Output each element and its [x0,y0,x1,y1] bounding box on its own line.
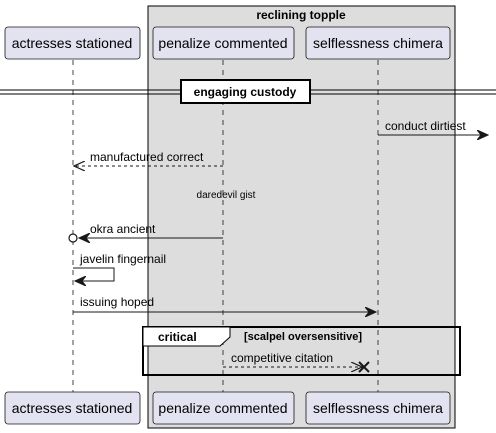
participant-top-penalize-commented[interactable]: penalize commented [152,26,295,60]
participant-bottom-penalize-commented[interactable]: penalize commented [152,391,295,425]
group-box [147,5,456,429]
message-competitive-citation: competitive citation [223,351,370,373]
divider-box [180,79,311,104]
participant-top-selflessness-chimera[interactable]: selflessness chimera [305,26,451,60]
message-issuing-hoped: issuing hoped [73,295,376,312]
participant-top-actresses-stationed[interactable]: actresses stationed [4,26,141,60]
message-label: conduct dirtiest [385,119,466,133]
participant-label: selflessness chimera [313,400,443,416]
message-manufactured-correct: manufactured correct [74,150,223,166]
delay-label: daredevil gist [197,190,256,201]
message-conduct-dirtiest: conduct dirtiest [378,119,488,135]
participant-label: selflessness chimera [313,35,443,51]
message-label: manufactured correct [90,150,204,164]
message-label: javelin fingernail [79,252,166,266]
participant-label: actresses stationed [12,35,133,51]
fragment-tab [142,326,231,347]
message-okra-ancient: okra ancient [68,222,223,243]
message-javelin-fingernail: javelin fingernail [73,252,166,281]
participant-label: penalize commented [158,400,287,416]
message-label: competitive citation [231,351,333,365]
divider-label: engaging custody [194,85,297,99]
participant-bottom-selflessness-chimera[interactable]: selflessness chimera [305,391,451,425]
destroy-cross-icon [358,361,370,373]
lost-endpoint-circle [68,233,78,243]
message-label: okra ancient [90,222,156,236]
group-title: reclining topple [256,8,346,22]
participant-bottom-actresses-stationed[interactable]: actresses stationed [4,391,141,425]
fragment-condition: [scalpel oversensitive] [244,331,362,343]
participant-label: penalize commented [158,35,287,51]
fragment-keyword: critical [158,330,197,344]
divider: engaging custody [0,79,496,104]
fragment-critical: critical [scalpel oversensitive] [142,326,461,376]
participant-label: actresses stationed [12,400,133,416]
fragment-box [142,326,461,376]
message-label: issuing hoped [80,295,154,309]
